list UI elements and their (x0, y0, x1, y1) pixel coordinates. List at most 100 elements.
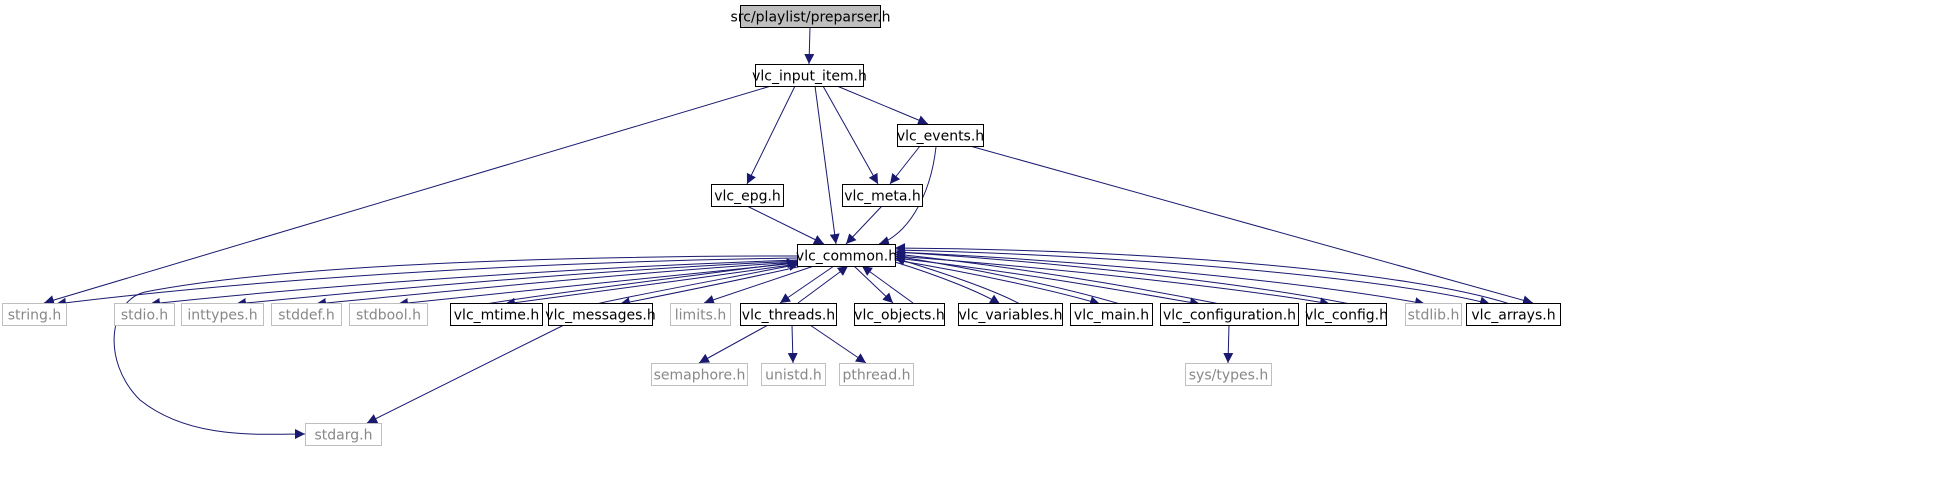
node-label: stdbool.h (356, 308, 421, 324)
node-label: limits.h (675, 308, 726, 324)
node-string-h: string.h (2, 303, 67, 326)
node-vlc-events[interactable]: vlc_events.h (897, 124, 984, 147)
node-label: vlc_events.h (897, 129, 984, 145)
node-label: string.h (8, 308, 62, 324)
node-inttypes-h: inttypes.h (181, 303, 264, 326)
node-label: stdarg.h (315, 428, 373, 444)
edge-vlc-events-to-vlc-arrays (969, 145, 1534, 306)
edge-vlc-messages-to-vlc-common (595, 261, 800, 305)
edge-vlc-threads-to-semaphore-h (698, 324, 769, 364)
node-vlc-variables[interactable]: vlc_variables.h (958, 303, 1063, 326)
node-vlc-epg[interactable]: vlc_epg.h (711, 184, 784, 207)
node-label: sys/types.h (1189, 368, 1268, 384)
node-label: vlc_common.h (796, 249, 897, 265)
file-nodes: src/playlist/preparser.h vlc_input_item.h… (2, 5, 1561, 446)
node-label: src/playlist/preparser.h (731, 10, 891, 26)
node-vlc-meta[interactable]: vlc_meta.h (842, 184, 923, 207)
node-vlc-config[interactable]: vlc_config.h (1305, 303, 1388, 326)
edge-vlc-input-item-to-vlc-epg (746, 85, 796, 185)
edge-vlc-mtime-to-vlc-common (484, 258, 798, 305)
dependency-edges (43, 26, 1534, 440)
node-stdbool-h: stdbool.h (349, 303, 428, 326)
node-vlc-arrays[interactable]: vlc_arrays.h (1466, 303, 1561, 326)
edge-vlc-threads-to-pthread-h (809, 324, 867, 364)
edge-vlc-common-to-vlc-variables (894, 261, 1001, 305)
node-label: stdlib.h (1408, 308, 1460, 324)
node-label: vlc_main.h (1074, 308, 1149, 324)
edge-vlc-common-to-string-h (55, 257, 798, 308)
edge-vlc-common-to-vlc-main (894, 259, 1101, 306)
edge-vlc-input-item-to-vlc-meta (822, 85, 879, 185)
node-vlc-input-item[interactable]: vlc_input_item.h (752, 64, 867, 87)
edge-vlc-input-item-to-vlc-events (836, 85, 929, 125)
node-label: vlc_threads.h (742, 308, 835, 324)
node-box (839, 363, 914, 386)
edge-vlc-arrays-to-vlc-common (894, 243, 1511, 305)
node-box (1405, 303, 1462, 326)
node-label: vlc_config.h (1305, 308, 1388, 324)
edge-vlc-common-to-vlc-configuration (894, 257, 1201, 308)
node-box (670, 303, 731, 326)
node-box (897, 124, 984, 147)
node-box (711, 184, 784, 207)
node-box (271, 303, 342, 326)
node-label: vlc_variables.h (959, 308, 1063, 324)
node-sys-types-h: sys/types.h (1185, 363, 1272, 386)
node-vlc-objects[interactable]: vlc_objects.h (854, 303, 945, 326)
node-vlc-threads[interactable]: vlc_threads.h (740, 303, 837, 326)
node-label: vlc_arrays.h (1471, 308, 1555, 324)
node-box (755, 64, 864, 87)
node-box (181, 303, 264, 326)
edge-vlc-common-to-vlc-mtime (504, 263, 799, 308)
edge-vlc-common-to-vlc-arrays (894, 249, 1491, 307)
node-box (740, 5, 881, 28)
edge-vlc-events-to-vlc-meta (889, 145, 921, 185)
node-stdarg-h: stdarg.h (305, 423, 382, 446)
node-label: vlc_input_item.h (752, 69, 867, 85)
node-pthread-h: pthread.h (839, 363, 914, 386)
node-limits-h: limits.h (670, 303, 731, 326)
node-label: vlc_epg.h (714, 189, 781, 205)
node-box (1160, 303, 1299, 326)
edge-vlc-threads-to-vlc-common (797, 265, 849, 304)
node-box (651, 363, 748, 386)
edge-vlc-common-to-stdio-h (149, 259, 798, 308)
node-root[interactable]: src/playlist/preparser.h (731, 5, 891, 28)
node-vlc-configuration[interactable]: vlc_configuration.h (1160, 303, 1299, 326)
node-box (548, 303, 653, 326)
node-label: vlc_configuration.h (1163, 308, 1296, 324)
node-box (1306, 303, 1387, 326)
node-label: vlc_meta.h (844, 189, 921, 205)
node-semaphore-h: semaphore.h (651, 363, 748, 386)
node-box (761, 363, 826, 386)
node-box (450, 303, 543, 326)
edge-vlc-main-to-vlc-common (894, 252, 1121, 305)
node-label: inttypes.h (187, 308, 257, 324)
node-stdlib-h: stdlib.h (1405, 303, 1462, 326)
node-vlc-common[interactable]: vlc_common.h (796, 244, 897, 267)
edge-root-to-vlc-input-item (804, 26, 815, 65)
node-label: vlc_objects.h (854, 308, 945, 324)
edge-vlc-epg-to-vlc-common (746, 205, 825, 245)
node-label: stdio.h (121, 308, 168, 324)
node-box (842, 184, 923, 207)
edge-vlc-events-to-vlc-common (878, 146, 937, 246)
node-vlc-mtime[interactable]: vlc_mtime.h (450, 303, 543, 326)
edge-vlc-common-to-stddef-h (315, 261, 798, 309)
node-box (349, 303, 428, 326)
node-vlc-messages[interactable]: vlc_messages.h (545, 303, 656, 326)
node-box (1070, 303, 1153, 326)
node-box (1466, 303, 1561, 326)
node-label: semaphore.h (654, 368, 746, 384)
edge-vlc-common-to-limits-h (703, 265, 815, 305)
edge-vlc-common-to-vlc-config (894, 255, 1331, 308)
edge-vlc-config-to-vlc-common (894, 247, 1351, 305)
node-vlc-main[interactable]: vlc_main.h (1070, 303, 1153, 326)
node-box (854, 303, 945, 326)
node-box (1185, 363, 1272, 386)
edge-vlc-common-to-stdlib-h (894, 251, 1426, 308)
node-box (305, 423, 382, 446)
edge-vlc-messages-to-stdarg-h (366, 324, 565, 424)
node-box (958, 303, 1063, 326)
